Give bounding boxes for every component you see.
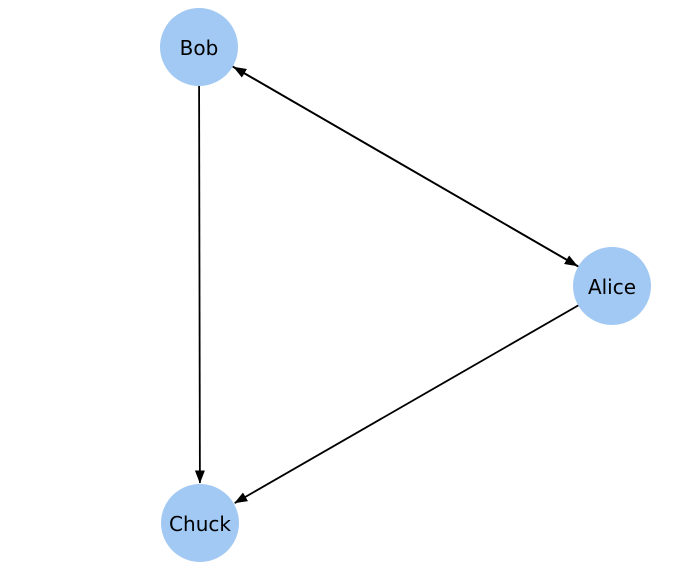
node-label-bob: Bob — [180, 36, 219, 60]
node-circle-bob — [160, 8, 238, 86]
node-label-alice: Alice — [588, 275, 636, 299]
node-circle-chuck — [161, 484, 239, 562]
graph-node-alice: Alice — [573, 247, 651, 325]
graph-node-bob: Bob — [160, 8, 238, 86]
graph-edge-bob-to-chuck — [194, 46, 205, 484]
node-circle-alice — [573, 247, 651, 325]
node-label-chuck: Chuck — [169, 512, 231, 536]
graph-node-chuck: Chuck — [161, 484, 239, 562]
edge-layer — [194, 46, 613, 504]
graph-edge-alice-to-chuck — [234, 285, 613, 504]
graph-edge-alice-to-bob — [233, 66, 613, 287]
